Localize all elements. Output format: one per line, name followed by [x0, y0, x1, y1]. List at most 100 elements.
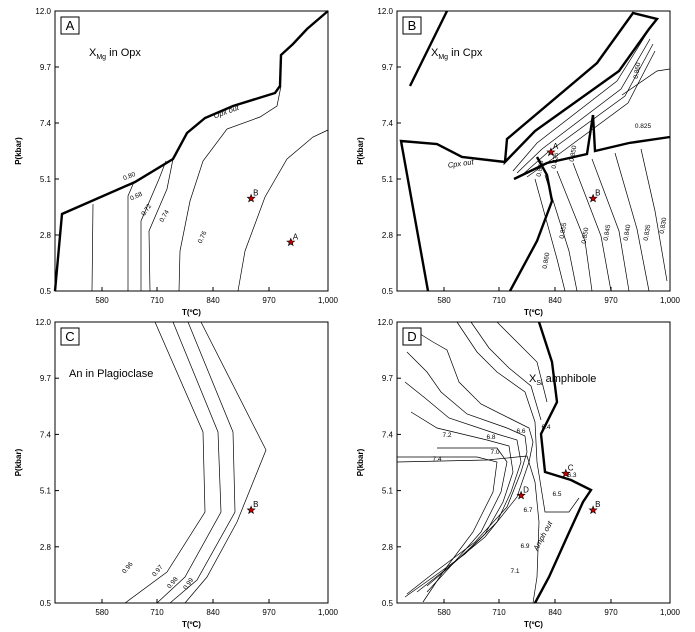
contour-label: 6.9: [520, 543, 529, 550]
contour-label: 0.825: [635, 123, 652, 130]
contour-label: 0.830: [659, 217, 669, 235]
isopleth-line: [496, 321, 548, 403]
y-tick-label: 7.4: [382, 119, 394, 128]
contour-label: 0.850: [569, 145, 579, 163]
y-axis-label: P(kbar): [14, 137, 23, 165]
panel-letter-box: [60, 16, 80, 35]
isopleth-line: [614, 152, 650, 292]
x-tick-label: 1,000: [318, 608, 339, 617]
sample-marker-b: [588, 505, 598, 515]
y-tick-label: 0.5: [40, 287, 52, 296]
sample-marker-b: [246, 193, 256, 203]
contour-label: 0.97: [151, 564, 165, 578]
sample-marker-a: [546, 147, 556, 157]
isopleth-line: [520, 43, 654, 177]
y-tick-label: 5.1: [40, 175, 52, 184]
y-tick-label: 2.8: [382, 231, 394, 240]
y-tick-label: 7.4: [40, 430, 52, 439]
x-tick-label: 970: [604, 296, 618, 305]
x-axis-label: T(ºC): [182, 308, 201, 317]
x-axis-label: T(ºC): [182, 620, 201, 629]
y-tick-label: 0.5: [382, 599, 394, 608]
isopleth-line: [184, 321, 267, 604]
panel-title-rest: in Opx: [106, 47, 141, 59]
isopleth-line: [178, 85, 282, 292]
y-tick-label: 12.0: [377, 318, 393, 327]
contour-label: 0.860: [633, 62, 643, 80]
contour-label: 7.4: [432, 456, 441, 463]
contour-label: 7.1: [510, 568, 519, 575]
sample-marker-b: [246, 505, 256, 515]
isopleth-line: [156, 321, 222, 604]
y-tick-label: 2.8: [40, 231, 52, 240]
x-tick-label: 710: [492, 296, 506, 305]
isopleth-line: [127, 181, 135, 291]
x-tick-label: 710: [492, 608, 506, 617]
panel-title-subscript: Mg: [438, 54, 448, 61]
isopleth-line: [140, 160, 167, 291]
phase-boundary-line: [591, 114, 671, 153]
contour-label: 6.8: [486, 434, 495, 441]
y-tick-label: 12.0: [35, 318, 51, 327]
contour-label: 7.2: [442, 432, 451, 439]
sample-marker-c: [561, 468, 571, 478]
y-axis-label: P(kbar): [14, 448, 23, 476]
contour-label: 6.3: [567, 472, 576, 479]
sample-marker-a: [286, 237, 296, 247]
y-tick-label: 9.7: [382, 63, 394, 72]
field-label: Amph out: [531, 519, 555, 553]
panel-letter: D: [407, 329, 416, 344]
panel-title-main: X: [431, 47, 439, 59]
panel-letter: C: [65, 329, 74, 344]
panel-title-subscript: Si: [536, 380, 543, 387]
isopleth-line: [396, 455, 540, 604]
contour-label: 6.4: [541, 424, 550, 431]
contour-label: 0.845: [603, 224, 613, 242]
isopleth-line: [556, 170, 593, 292]
contour-label: 7.0: [490, 449, 499, 456]
sample-label: A: [553, 142, 559, 151]
x-tick-label: 710: [150, 296, 164, 305]
x-tick-label: 580: [95, 296, 109, 305]
panel-title-main: An in Plagioclase: [69, 368, 153, 380]
x-tick-label: 580: [437, 608, 451, 617]
isopleth-line: [591, 158, 630, 292]
x-tick-label: 580: [95, 608, 109, 617]
x-axis-label: T(ºC): [524, 308, 543, 317]
y-tick-label: 7.4: [382, 430, 394, 439]
y-tick-label: 9.7: [40, 374, 52, 383]
field-label: Cpx out: [447, 157, 475, 170]
panel-letter: A: [66, 18, 75, 33]
contour-label: 0.74: [159, 209, 172, 224]
y-tick-label: 9.7: [40, 63, 52, 72]
y-tick-label: 5.1: [40, 487, 52, 496]
contour-label: 0.840: [623, 224, 633, 242]
sample-marker-b: [588, 193, 598, 203]
isopleth-line: [534, 178, 566, 292]
contour-label: 0.98: [166, 576, 180, 590]
isopleth-line: [512, 32, 648, 172]
y-axis-label: P(kbar): [356, 448, 365, 476]
x-tick-label: 970: [262, 608, 276, 617]
sample-label: A: [293, 232, 299, 241]
isopleth-line: [426, 447, 508, 593]
panel-title-main: X: [529, 373, 537, 385]
sample-label: B: [595, 188, 600, 197]
contour-label: 0.850: [581, 227, 591, 245]
contour-label: 6.5: [552, 491, 561, 498]
x-tick-label: 1,000: [318, 296, 339, 305]
x-axis-label: T(ºC): [524, 620, 543, 629]
sample-label: B: [253, 188, 258, 197]
contour-label: 0.99: [182, 577, 195, 592]
isopleth-line: [397, 456, 498, 603]
y-tick-label: 2.8: [40, 543, 52, 552]
contour-label: 0.72: [140, 203, 153, 218]
isopleth-line: [516, 38, 651, 174]
phase-boundary-line: [408, 10, 449, 87]
isopleth-line: [237, 129, 329, 292]
sample-label: B: [595, 500, 600, 509]
isopleth-line: [416, 331, 534, 593]
contour-label: 0.835: [643, 224, 653, 242]
isopleth-line: [456, 321, 580, 513]
